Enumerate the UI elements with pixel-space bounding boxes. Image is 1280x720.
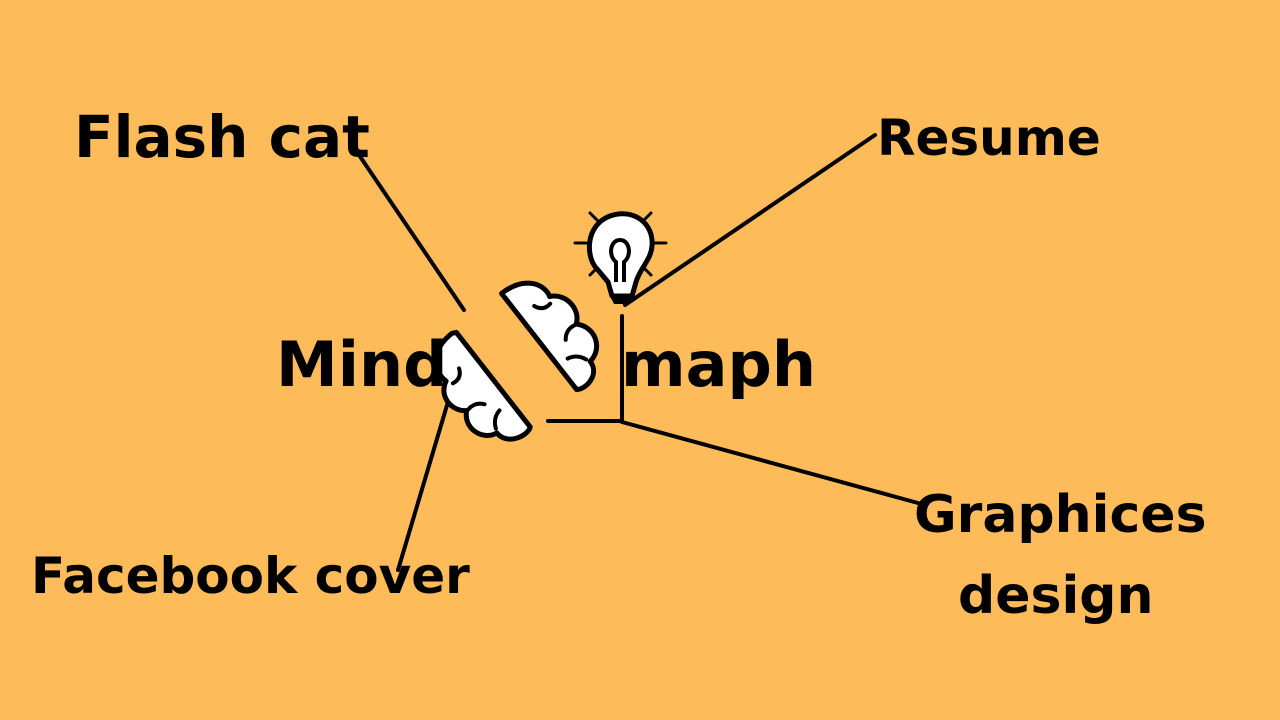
branch-label-facebook-cover: Facebook cover <box>31 547 470 605</box>
center-title-left: Mind <box>276 328 447 401</box>
connector-resume <box>623 133 877 307</box>
lightbulb-icon <box>573 211 668 304</box>
connector-graphics-design <box>620 420 920 505</box>
connector-center <box>546 314 624 423</box>
branch-label-graphics-line2: design <box>958 566 1154 626</box>
connector-flash-cat <box>355 150 466 312</box>
branch-label-flash-cat: Flash cat <box>74 103 370 171</box>
branch-label-resume: Resume <box>877 109 1101 167</box>
brain-icon <box>433 280 600 442</box>
branch-label-graphics-line1: Graphices <box>914 485 1207 545</box>
connector-facebook-cover <box>396 383 455 572</box>
center-title-right: maph <box>621 328 816 401</box>
